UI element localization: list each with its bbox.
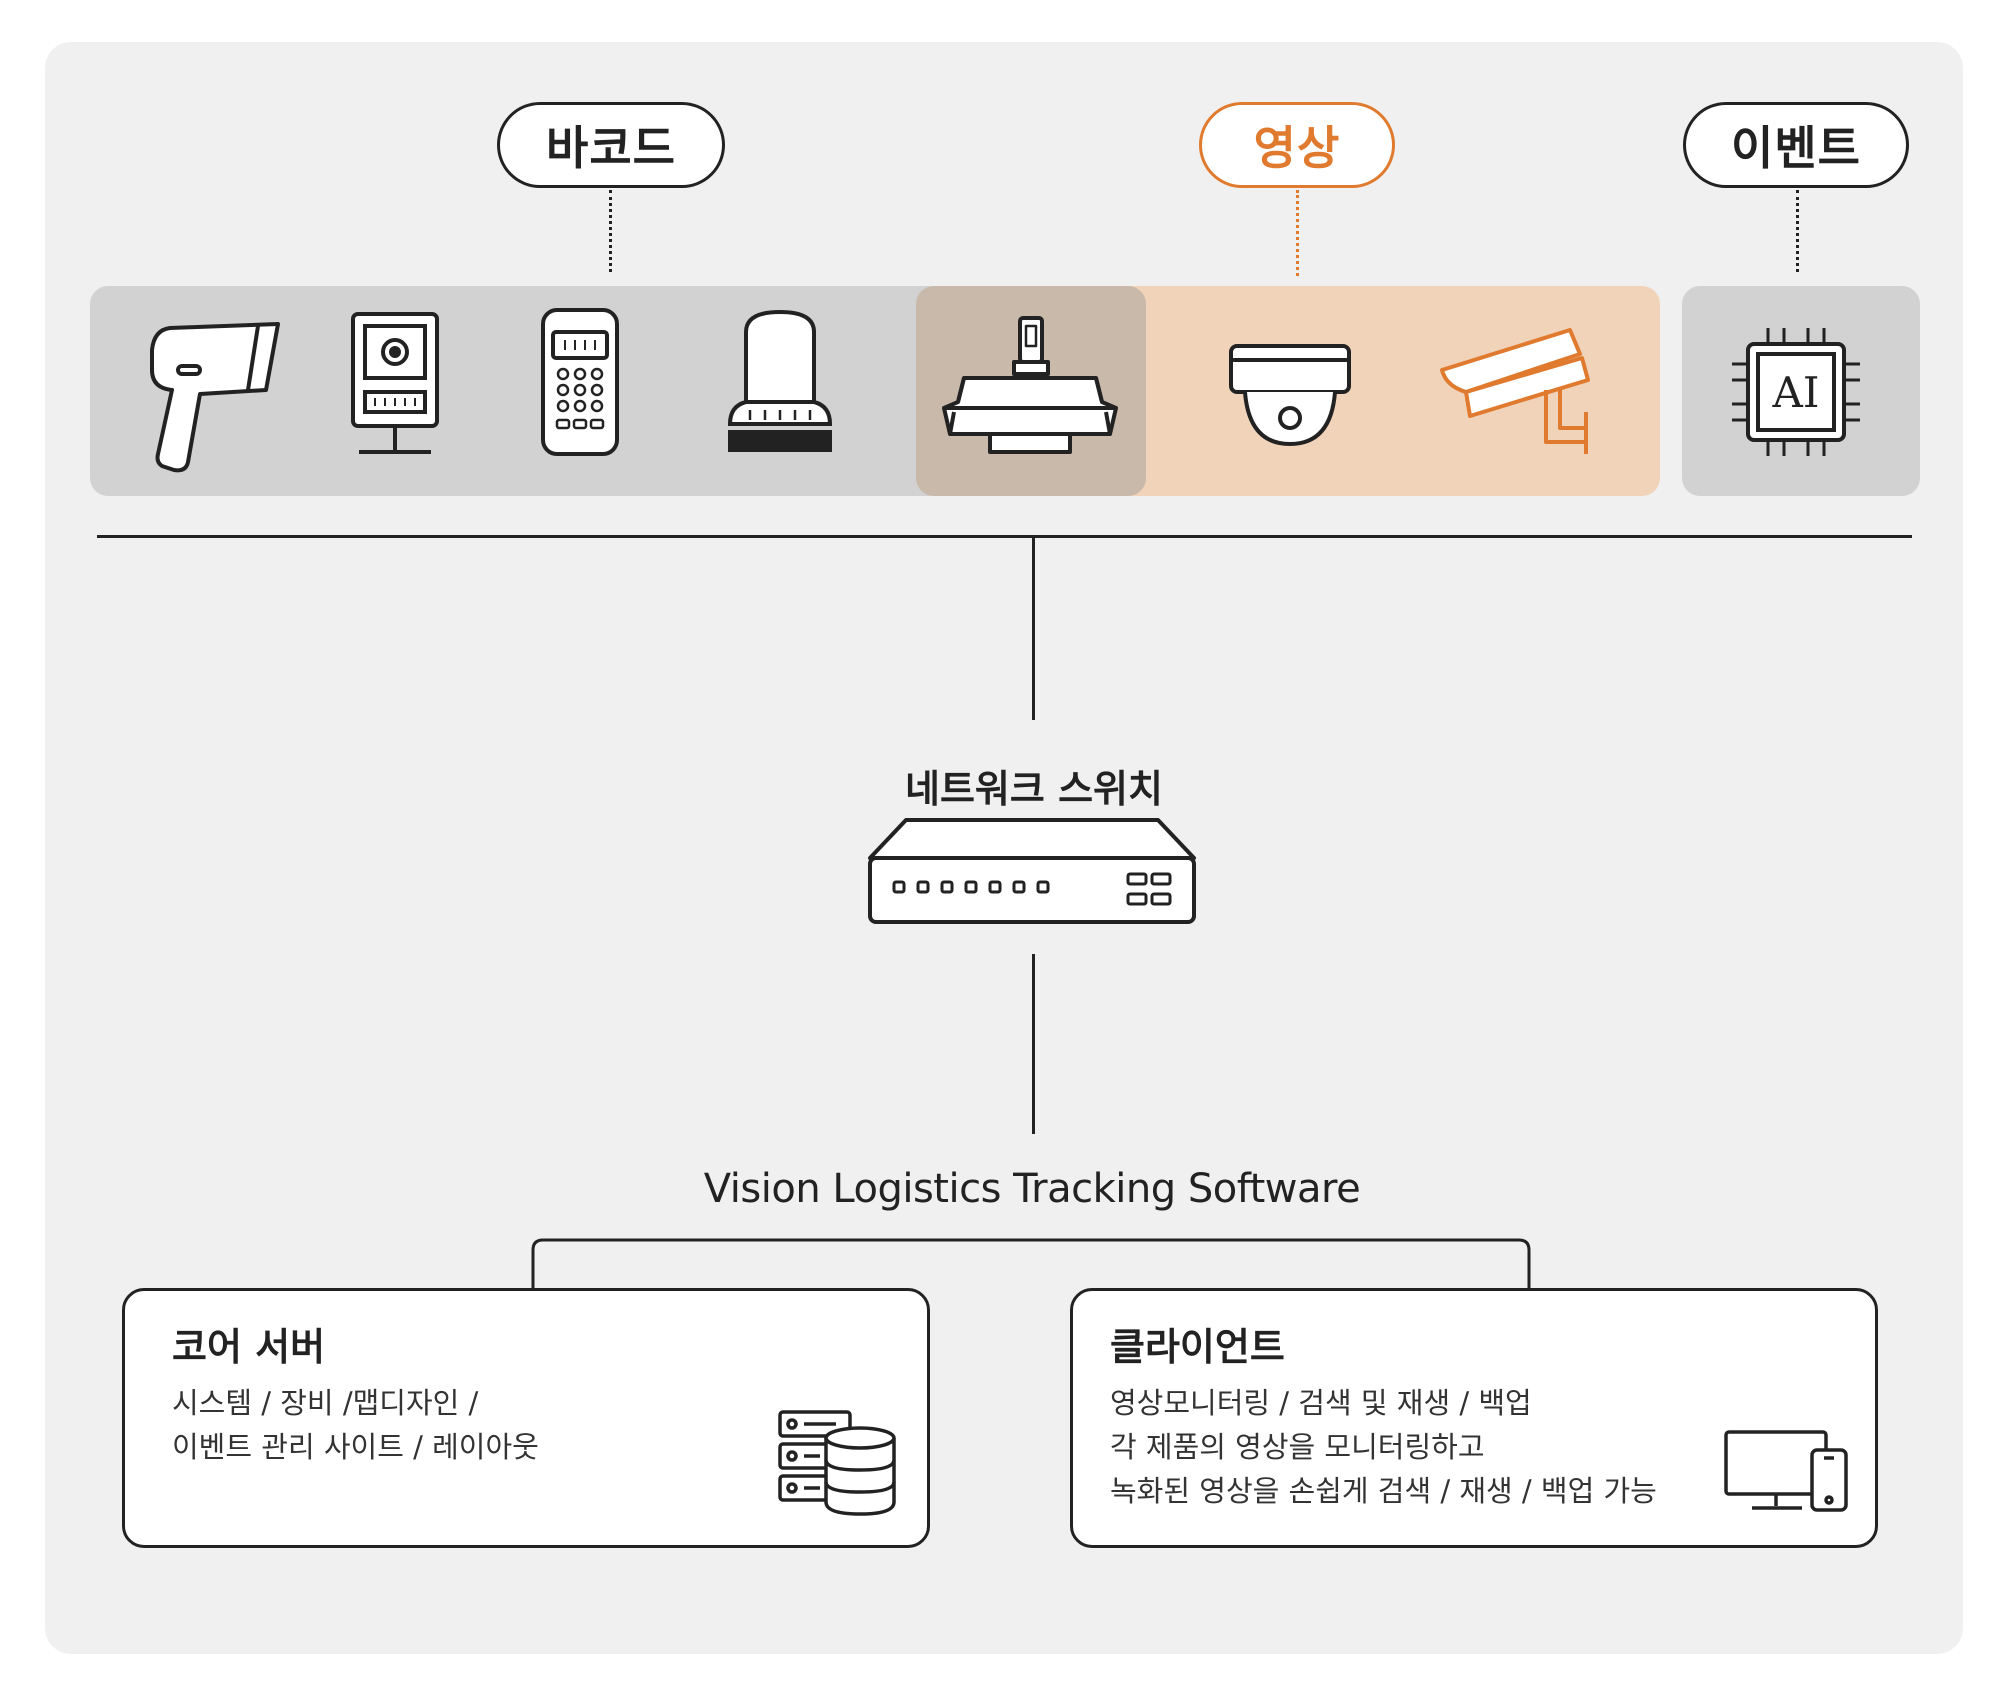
client-title: 클라이언트 (1110, 1325, 1285, 1369)
category-video: 영상 (1199, 102, 1395, 188)
core-server-box (122, 1288, 930, 1548)
dome-camera-icon (1229, 344, 1351, 447)
fixed-scanner-icon (727, 309, 833, 452)
desktop-mobile-icon (1724, 1430, 1848, 1512)
keypad-terminal-icon (541, 308, 619, 456)
video-connector (1296, 190, 1299, 276)
ai-chip-label: AI (1772, 368, 1820, 417)
barcode-connector (609, 190, 612, 272)
device-bus-line (97, 535, 1912, 538)
database-server-icon (778, 1410, 896, 1516)
software-bracket (531, 1238, 1531, 1292)
category-barcode: 바코드 (497, 102, 725, 188)
client-line-2: 각 제품의 영상을 모니터링하고 (1110, 1430, 1485, 1464)
software-name: Vision Logistics Tracking Software (703, 1166, 1361, 1212)
overhead-scanner-icon (942, 316, 1118, 454)
client-box (1070, 1288, 1878, 1548)
bullet-camera-icon (1440, 328, 1590, 454)
card-reader-icon (351, 312, 439, 454)
core-server-title: 코어 서버 (172, 1325, 326, 1369)
handheld-scanner-icon (150, 322, 280, 473)
client-line-1: 영상모니터링 / 검색 및 재생 / 백업 (1110, 1386, 1532, 1420)
bus-to-switch-line (1032, 535, 1035, 720)
category-event: 이벤트 (1683, 102, 1909, 188)
event-connector (1796, 190, 1799, 272)
network-switch-icon (868, 818, 1196, 924)
ai-chip-icon: AI (1732, 328, 1860, 456)
core-server-line-2: 이벤트 관리 사이트 / 레이아웃 (172, 1430, 539, 1464)
network-switch-label: 네트워크 스위치 (905, 767, 1163, 811)
core-server-line-1: 시스템 / 장비 /맵디자인 / (172, 1386, 479, 1420)
switch-to-software-line (1032, 954, 1035, 1134)
client-line-3: 녹화된 영상을 손쉽게 검색 / 재생 / 백업 가능 (1110, 1474, 1657, 1508)
